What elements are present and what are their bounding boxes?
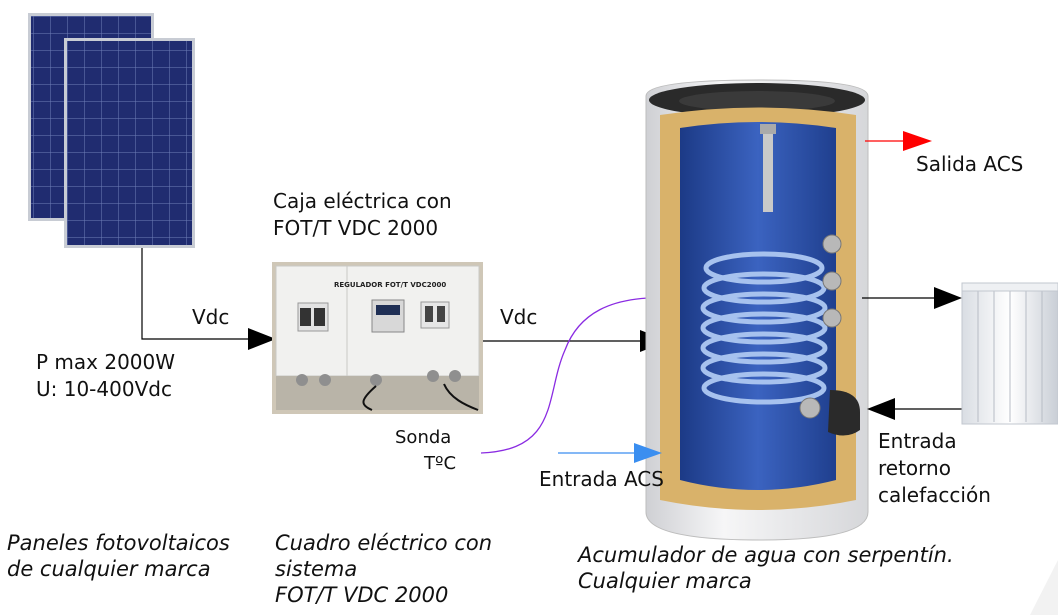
box-title-line1: Caja eléctrica con [273, 189, 452, 213]
box-title: Caja eléctrica con FOT/T VDC 2000 [273, 188, 452, 242]
vdc-label-left: Vdc [192, 305, 230, 329]
solar-panels [28, 13, 195, 248]
panel-to-box-arrowhead [248, 328, 276, 350]
vdc-label-right: Vdc [500, 305, 538, 329]
box-caption-line3: FOT/T VDC 2000 [275, 583, 449, 607]
panels-caption: Paneles fotovoltaicos de cualquier marca [7, 530, 230, 582]
tank-caption-line1: Acumulador de agua con serpentín. [578, 543, 954, 567]
tank-caption-line2: Cualquier marca [578, 569, 752, 593]
tank-caption: Acumulador de agua con serpentín. Cualqu… [578, 542, 954, 594]
box-caption-line2: sistema [275, 557, 358, 581]
entrada-retorno-line2: retorno [878, 456, 951, 480]
solar-panel-front [64, 38, 195, 248]
entrada-retorno-line1: Entrada [878, 429, 957, 453]
box-caption-line1: Cuadro eléctrico con [275, 531, 493, 555]
panel-specs: P max 2000W U: 10-400Vdc [36, 349, 175, 403]
panels-caption-line2: de cualquier marca [7, 557, 211, 581]
panel-to-box-wire [141, 248, 272, 340]
inlet-arrowhead [634, 443, 662, 463]
salida-acs-label: Salida ACS [916, 152, 1024, 176]
entrada-acs-label: Entrada ACS [539, 467, 664, 491]
box-caption: Cuadro eléctrico con sistema FOT/T VDC 2… [275, 530, 492, 608]
pmax-label: P max 2000W [36, 350, 176, 374]
heating-return-arrowhead [867, 398, 895, 420]
sonda-label-line1: Sonda [395, 427, 452, 448]
outlet-arrowhead [903, 131, 932, 151]
watermark-fragment [1030, 560, 1058, 615]
heating-supply-arrowhead [934, 287, 962, 309]
box-title-line2: FOT/T VDC 2000 [273, 216, 439, 240]
water-tank [645, 79, 869, 541]
regulator-panel-text: REGULADOR FOT/T VDC2000 [334, 281, 446, 289]
panels-caption-line1: Paneles fotovoltaicos [7, 531, 230, 555]
probe-wire [480, 297, 649, 454]
entrada-retorno-line3: calefacción [878, 483, 991, 507]
electrical-box: REGULADOR FOT/T VDC2000 [272, 262, 483, 414]
voltage-range-label: U: 10-400Vdc [36, 377, 172, 401]
entrada-retorno-label: Entrada retorno calefacción [878, 428, 991, 509]
radiator [961, 282, 1058, 425]
sonda-label-line2: TºC [424, 453, 457, 474]
